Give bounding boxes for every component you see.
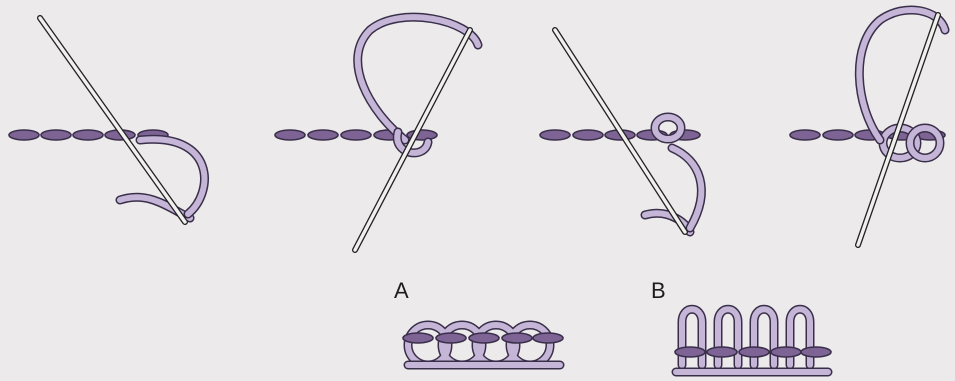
running-stitch [790, 130, 820, 140]
step-2-illustration [275, 17, 478, 250]
running-stitch [675, 347, 705, 357]
running-stitch [469, 333, 499, 343]
needle [40, 18, 185, 222]
step-1-illustration [9, 18, 204, 222]
running-stitch [275, 130, 305, 140]
running-stitch [41, 130, 71, 140]
running-stitch [739, 347, 769, 357]
running-stitch [707, 347, 737, 357]
needle [355, 30, 470, 250]
step-3-illustration [540, 30, 701, 232]
running-stitch [436, 333, 466, 343]
label-a: A [394, 278, 409, 304]
result-b-illustration [675, 309, 831, 372]
running-stitch [502, 333, 532, 343]
running-stitch-row [403, 333, 563, 343]
running-stitch [341, 130, 371, 140]
running-stitch [9, 130, 39, 140]
label-b: B [651, 278, 666, 304]
running-stitch [540, 130, 570, 140]
needle [555, 30, 685, 232]
running-stitch-row [675, 347, 831, 357]
step-4-illustration [790, 10, 945, 245]
running-stitch [801, 347, 831, 357]
running-stitch [403, 333, 433, 343]
running-stitch [573, 130, 603, 140]
running-stitch [533, 333, 563, 343]
running-stitch [771, 347, 801, 357]
result-a-illustration [403, 325, 563, 365]
running-stitch [308, 130, 338, 140]
running-stitch [73, 130, 103, 140]
running-stitch [823, 130, 853, 140]
